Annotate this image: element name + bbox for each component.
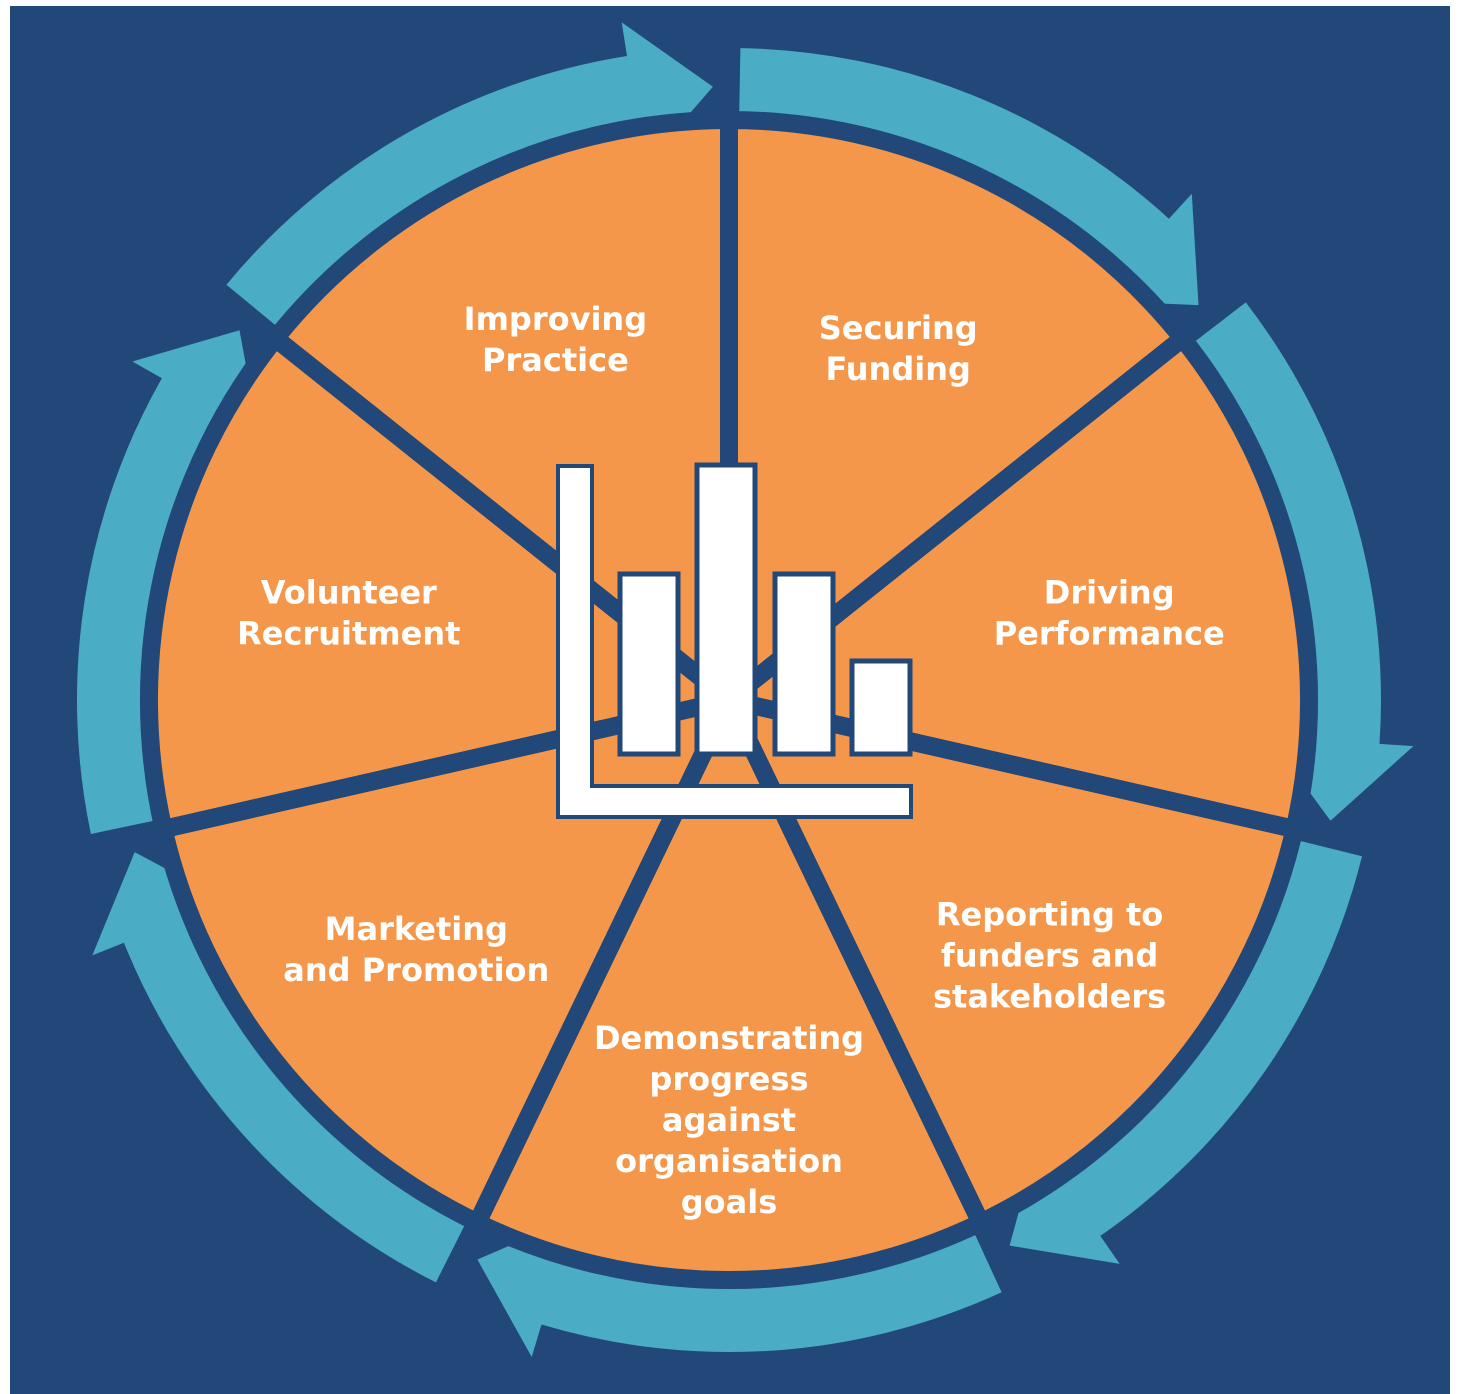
chart-bar-4 (849, 658, 913, 757)
bar-chart-icon (556, 462, 913, 819)
segment-label-line: and Promotion (283, 951, 549, 989)
chart-bar-3 (772, 571, 836, 757)
segment-label-line: Marketing (325, 910, 508, 948)
segment-label-line: progress (649, 1060, 808, 1098)
segment-divider (471, 813, 681, 1222)
chart-bar-2 (694, 462, 758, 757)
segment-divider (777, 813, 987, 1222)
segment-divider (853, 720, 1291, 837)
segment-wedge-demonstrating-progress (465, 679, 993, 1290)
segment-label-line: Practice (482, 341, 629, 379)
segment-label-line: Volunteer (261, 574, 437, 612)
segment-wedge-improving-practice (262, 110, 738, 719)
segment-label-line: Reporting to (936, 896, 1163, 934)
segment-divider (167, 720, 605, 837)
segment-label-line: Improving (464, 300, 647, 338)
chart-axis (556, 464, 913, 819)
segment-label-line: goals (681, 1183, 778, 1221)
segment-wedge-securing-funding (720, 110, 1196, 719)
segment-label-line: against (662, 1101, 796, 1139)
segment-divider (824, 335, 1184, 626)
segment-label-line: Performance (994, 615, 1225, 653)
segment-label-line: Driving (1044, 574, 1175, 612)
segment-label-line: Recruitment (237, 615, 460, 653)
segment-label-line: funders and (941, 937, 1158, 975)
segment-wedge-marketing-promotion (152, 687, 746, 1235)
segment-label-line: stakeholders (933, 978, 1166, 1016)
segment-wedge-reporting (712, 687, 1306, 1235)
segment-label-line: Funding (826, 350, 971, 388)
segment-label-line: Securing (819, 309, 978, 347)
segment-label-line: Demonstrating (594, 1019, 864, 1057)
chart-bar-1 (617, 571, 681, 757)
ring-arrow-volunteer-recruitment (76, 330, 259, 834)
segment-label-line: organisation (615, 1142, 843, 1180)
